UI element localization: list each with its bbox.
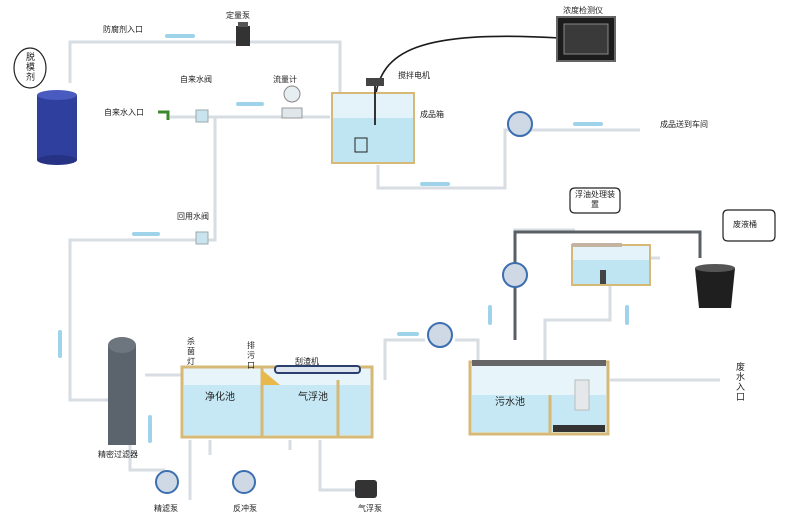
label-product-to-workshop: 成品送到车间 (660, 120, 708, 129)
label-wastewater-inlet: 废水入口 (734, 362, 744, 402)
waste-bucket-icon (695, 264, 735, 308)
purify-flotation-tanks (180, 365, 374, 439)
label-fine-pump: 精滤泵 (154, 504, 178, 513)
meter-cable (374, 35, 561, 101)
defoamer-drum (37, 90, 77, 165)
label-concentration-meter: 浓度检测仪 (563, 6, 603, 15)
pump-icons (155, 111, 533, 494)
label-flotation-tank: 气浮池 (298, 392, 328, 403)
tap-valve-icon (195, 109, 209, 123)
label-precision-filter: 精密过滤器 (98, 450, 138, 459)
label-waste-bucket: 废液桶 (733, 220, 757, 229)
label-flowmeter: 流量计 (273, 75, 297, 84)
drum-callout (13, 47, 47, 89)
label-tap-inlet: 自来水入口 (104, 108, 144, 117)
air-pump-icon (355, 480, 377, 498)
metering-pump-icon (236, 22, 250, 46)
label-defoamer-inlet: 防腐剂入口 (103, 25, 143, 34)
label-skimmer: 刮渣机 (295, 357, 319, 366)
label-stirrer-motor: 搅拌电机 (398, 71, 430, 80)
label-metering-pump: 定量泵 (226, 11, 250, 20)
label-uv-lamp: 杀菌灯 (187, 337, 195, 366)
product-tank (331, 78, 415, 164)
concentration-meter-icon (556, 16, 616, 62)
label-backwash-pump: 反冲泵 (233, 504, 257, 513)
oil-device-callout (569, 187, 621, 214)
label-product-tank: 成品箱 (420, 110, 444, 119)
return-valve-icon (195, 231, 209, 245)
flowmeter-icon (281, 85, 303, 119)
waste-bucket-callout (722, 209, 776, 242)
sewage-tank (468, 360, 610, 436)
flow-arrows (58, 34, 629, 443)
precision-filter (108, 337, 136, 445)
label-drain-port: 排污口 (247, 341, 255, 370)
label-tap-valve: 自来水阀 (180, 75, 212, 84)
label-purify-tank: 净化池 (205, 392, 235, 403)
tap-icon (158, 110, 170, 120)
oil-treatment-device (571, 243, 651, 286)
label-sewage-tank: 污水池 (495, 397, 525, 408)
label-return-valve: 回用水阀 (177, 212, 209, 221)
label-defoamer-drum: 脱模剂 (24, 52, 34, 82)
label-oil-device: 浮油处理装置 (575, 190, 615, 209)
label-air-pump: 气浮泵 (358, 504, 382, 513)
